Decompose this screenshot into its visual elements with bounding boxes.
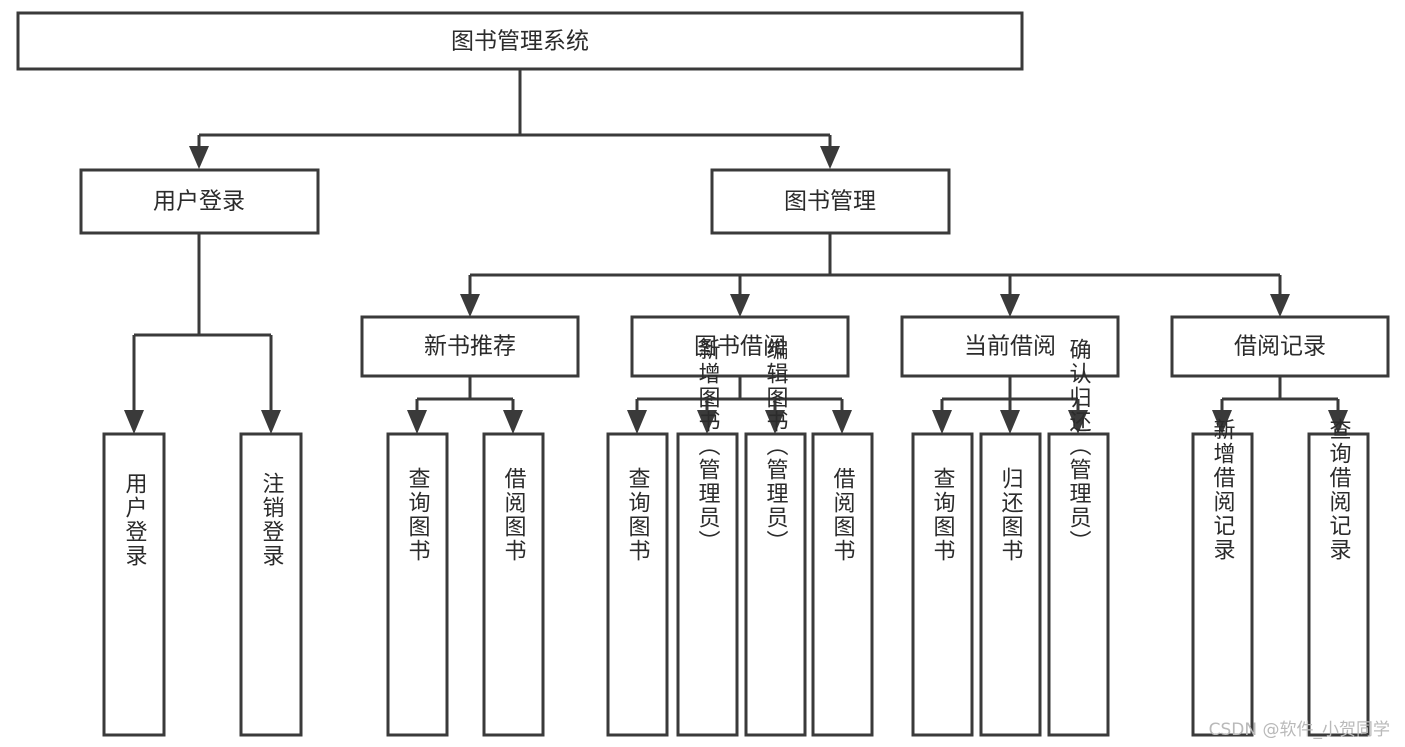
arrowhead-leaf-return-book: [1000, 410, 1020, 434]
node-leaf-query-book-2-box[interactable]: [606, 432, 669, 737]
node-leaf-return-book-box[interactable]: [979, 432, 1042, 737]
node-leaf-return-book-label: 归还图书: [998, 467, 1024, 563]
arrowhead-new-book-recommend: [460, 294, 480, 317]
node-book-borrow[interactable]: 图书借阅: [630, 315, 850, 378]
connector-layer: [124, 70, 1348, 434]
node-leaf-confirm-return-label: 确认归还（管理员）: [1066, 338, 1092, 554]
arrowhead-leaf-query-book-3: [932, 410, 952, 434]
arrowhead-leaf-query-book-1: [407, 410, 427, 434]
node-leaf-borrow-book-2-label: 借阅图书: [830, 467, 856, 563]
node-leaf-confirm-return-box[interactable]: [1047, 432, 1110, 737]
node-leaf-query-borrow-record-label: 查询借阅记录: [1326, 418, 1352, 562]
node-leaf-query-book-2[interactable]: 查询图书: [606, 432, 669, 737]
node-borrow-record-label: 借阅记录: [1234, 334, 1326, 360]
node-leaf-edit-book-label: 编辑图书（管理员）: [763, 338, 789, 554]
node-leaf-query-book-2-label: 查询图书: [625, 467, 651, 563]
arrowhead-leaf-borrow-book-1: [503, 410, 523, 434]
node-leaf-edit-book-box[interactable]: [744, 432, 807, 737]
node-leaf-add-borrow-record-label: 新增借阅记录: [1210, 418, 1236, 562]
arrowhead-leaf-confirm-return: [1068, 410, 1088, 434]
node-current-borrow-label: 当前借阅: [964, 334, 1056, 360]
node-user-login[interactable]: 用户登录: [79, 168, 320, 235]
node-book-manage-box[interactable]: [710, 168, 951, 235]
node-leaf-user-login-label: 用户登录: [122, 472, 148, 568]
node-leaf-edit-book[interactable]: 编辑图书（管理员）: [744, 338, 807, 737]
node-book-manage-label: 图书管理: [784, 189, 876, 215]
node-leaf-user-login-box[interactable]: [102, 432, 166, 737]
node-root-label: 图书管理系统: [451, 29, 589, 55]
arrowhead-book-manage: [820, 146, 840, 169]
node-book-borrow-box[interactable]: [630, 315, 850, 378]
csdn-watermark: CSDN @软件_小贺同学: [1209, 720, 1390, 740]
node-leaf-query-borrow-record-box[interactable]: [1307, 432, 1370, 737]
node-leaf-borrow-book-2[interactable]: 借阅图书: [811, 432, 874, 737]
arrowhead-leaf-logout-login: [261, 410, 281, 434]
node-leaf-borrow-book-1[interactable]: 借阅图书: [482, 432, 545, 737]
arrowhead-book-borrow: [730, 294, 750, 317]
arrowhead-leaf-add-borrow-record: [1212, 410, 1232, 434]
arrowhead-current-borrow: [1000, 294, 1020, 317]
node-borrow-record-box[interactable]: [1170, 315, 1390, 378]
node-leaf-add-borrow-record-box[interactable]: [1191, 432, 1254, 737]
node-new-book-recommend-label: 新书推荐: [424, 334, 516, 360]
node-new-book-recommend[interactable]: 新书推荐: [360, 315, 580, 378]
node-leaf-user-login[interactable]: 用户登录: [102, 432, 166, 737]
node-leaf-query-book-1[interactable]: 查询图书: [386, 432, 449, 737]
node-leaf-logout-login-label: 注销登录: [259, 472, 285, 568]
node-leaf-query-book-1-label: 查询图书: [405, 467, 431, 563]
node-leaf-borrow-book-2-box[interactable]: [811, 432, 874, 737]
arrowhead-user-login: [189, 146, 209, 169]
arrowhead-leaf-query-book-2: [627, 410, 647, 434]
arrowhead-leaf-edit-book: [765, 410, 785, 434]
node-leaf-query-borrow-record[interactable]: 查询借阅记录: [1307, 418, 1370, 737]
node-current-borrow-box[interactable]: [900, 315, 1120, 378]
node-leaf-borrow-book-1-box[interactable]: [482, 432, 545, 737]
node-book-borrow-label: 图书借阅: [694, 334, 786, 360]
node-leaf-return-book[interactable]: 归还图书: [979, 432, 1042, 737]
node-leaf-query-book-1-box[interactable]: [386, 432, 449, 737]
node-leaf-borrow-book-1-label: 借阅图书: [501, 467, 527, 563]
node-current-borrow[interactable]: 当前借阅: [900, 315, 1120, 378]
node-leaf-add-book-label: 新增图书（管理员）: [695, 338, 721, 554]
arrowhead-leaf-user-login: [124, 410, 144, 434]
node-root[interactable]: 图书管理系统: [16, 11, 1024, 71]
arrowhead-leaf-add-book: [697, 410, 717, 434]
node-leaf-add-book-box[interactable]: [676, 432, 739, 737]
node-root-box[interactable]: [16, 11, 1024, 71]
node-leaf-add-book[interactable]: 新增图书（管理员）: [676, 338, 739, 737]
node-user-login-label: 用户登录: [153, 189, 245, 215]
node-leaf-add-borrow-record[interactable]: 新增借阅记录: [1191, 418, 1254, 737]
node-leaf-logout-login-box[interactable]: [239, 432, 303, 737]
arrowhead-leaf-query-borrow-record: [1328, 410, 1348, 434]
node-leaf-query-book-3-label: 查询图书: [930, 467, 956, 563]
node-book-manage[interactable]: 图书管理: [710, 168, 951, 235]
node-new-book-recommend-box[interactable]: [360, 315, 580, 378]
node-leaf-query-book-3[interactable]: 查询图书: [911, 432, 974, 737]
arrowhead-borrow-record: [1270, 294, 1290, 317]
node-leaf-logout-login[interactable]: 注销登录: [239, 432, 303, 737]
arrowhead-leaf-borrow-book-2: [832, 410, 852, 434]
node-borrow-record[interactable]: 借阅记录: [1170, 315, 1390, 378]
node-leaf-confirm-return[interactable]: 确认归还（管理员）: [1047, 338, 1110, 737]
node-leaf-query-book-3-box[interactable]: [911, 432, 974, 737]
node-user-login-box[interactable]: [79, 168, 320, 235]
